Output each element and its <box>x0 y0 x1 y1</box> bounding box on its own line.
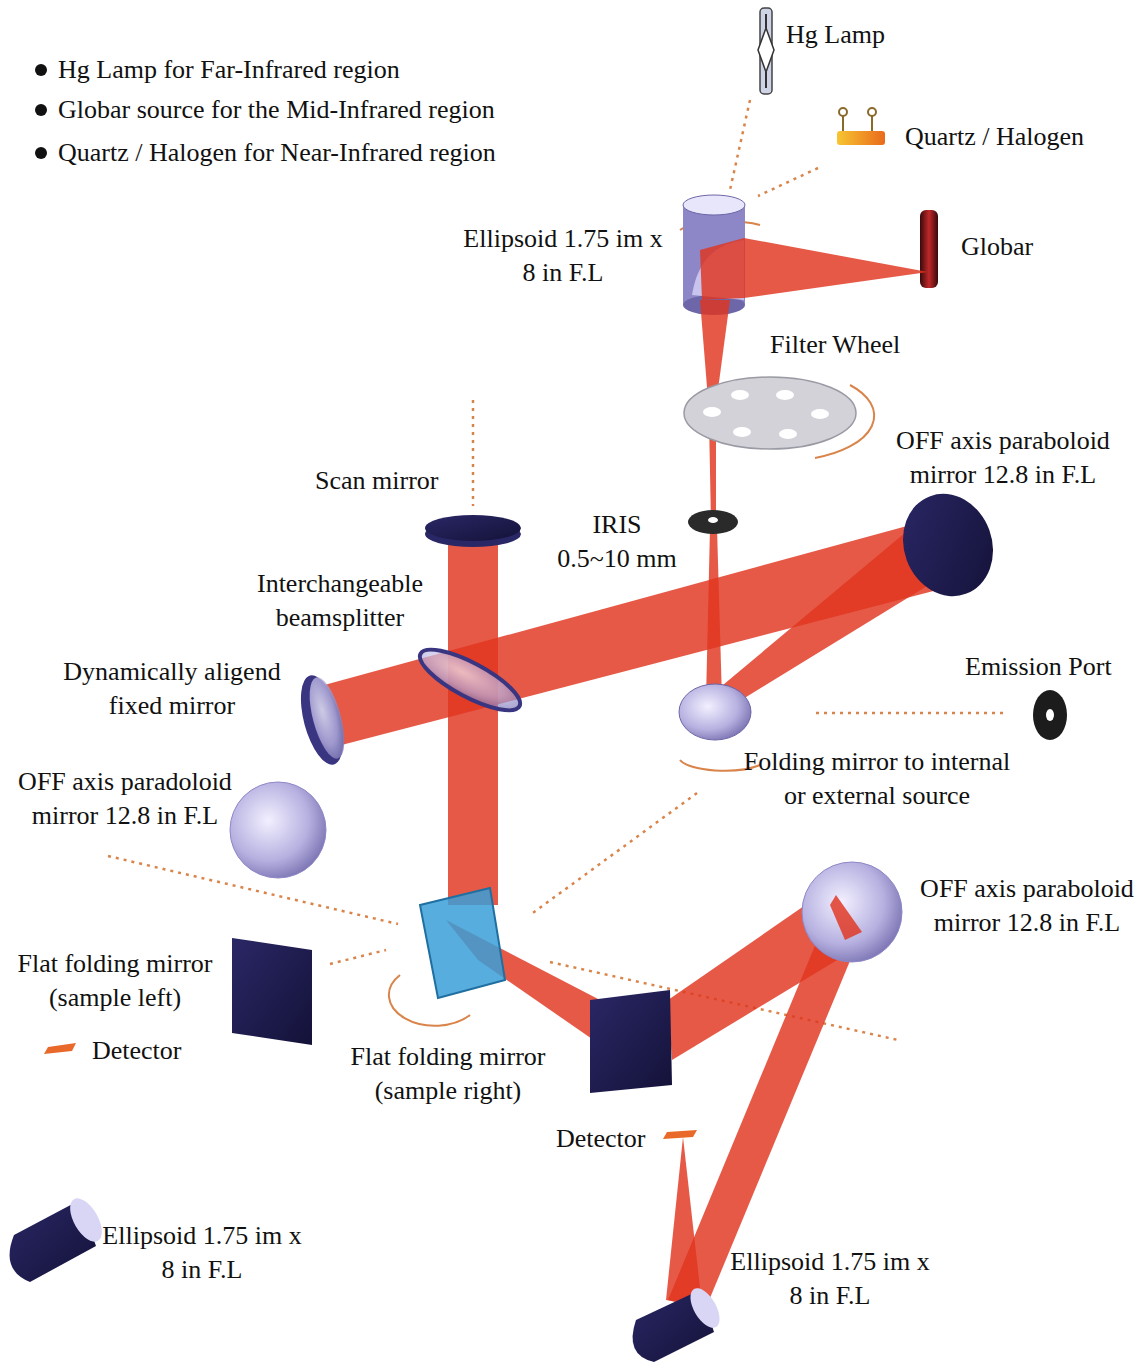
component-label: IRIS 0.5~10 mm <box>555 508 679 576</box>
component-label: Ellipsoid 1.75 im x 8 in F.L <box>95 1219 310 1287</box>
leader-line <box>108 100 1003 1040</box>
component-label: Scan mirror <box>315 464 438 498</box>
component-label: Hg Lamp <box>786 18 885 52</box>
component-label: Dynamically aligend fixed mirror <box>60 655 285 723</box>
component-label: OFF axis paradoloid mirror 12.8 in F.L <box>13 765 238 833</box>
fixed-mirror <box>293 671 352 769</box>
paraboloid-mirror <box>802 862 902 962</box>
component-label: OFF axis paraboloid mirror 12.8 in F.L <box>891 424 1116 492</box>
component-label: Globar <box>961 230 1033 264</box>
ellipsoid-mirror <box>10 1193 726 1362</box>
hg-lamp-symbol <box>758 8 774 94</box>
paraboloid-mirror <box>889 481 1007 609</box>
legend-note: Globar source for the Mid-Infrared regio… <box>58 93 495 127</box>
component-label: Detector <box>556 1122 646 1156</box>
legend-note: Hg Lamp for Far-Infrared region <box>58 53 400 87</box>
emission-port <box>1033 690 1067 740</box>
folding-mirror <box>679 684 751 740</box>
component-label: Folding mirror to internal or external s… <box>732 745 1022 813</box>
bullet-dot <box>35 64 47 159</box>
halogen-lamp-symbol <box>837 108 885 145</box>
iris-symbol <box>688 510 738 534</box>
beamsplitter <box>413 639 528 722</box>
filter-wheel <box>684 377 856 449</box>
component-label: Flat folding mirror (sample right) <box>346 1040 551 1108</box>
sample-mirror <box>420 888 505 998</box>
component-label: Quartz / Halogen <box>905 120 1084 154</box>
scan-mirror <box>425 515 521 547</box>
component-label: Detector <box>92 1034 182 1068</box>
component-label: Filter Wheel <box>770 328 900 362</box>
component-label: Emission Port <box>965 650 1112 684</box>
globar-symbol <box>920 210 938 288</box>
component-label: Interchangeable beamsplitter <box>250 567 430 635</box>
paraboloid-mirror <box>230 782 326 878</box>
legend-note: Quartz / Halogen for Near-Infrared regio… <box>58 136 496 170</box>
component-label: Ellipsoid 1.75 im x 8 in F.L <box>456 222 671 290</box>
component-label: Ellipsoid 1.75 im x 8 in F.L <box>723 1245 938 1313</box>
component-label: OFF axis paraboloid mirror 12.8 in F.L <box>915 872 1140 940</box>
component-label: Flat folding mirror (sample left) <box>13 947 218 1015</box>
